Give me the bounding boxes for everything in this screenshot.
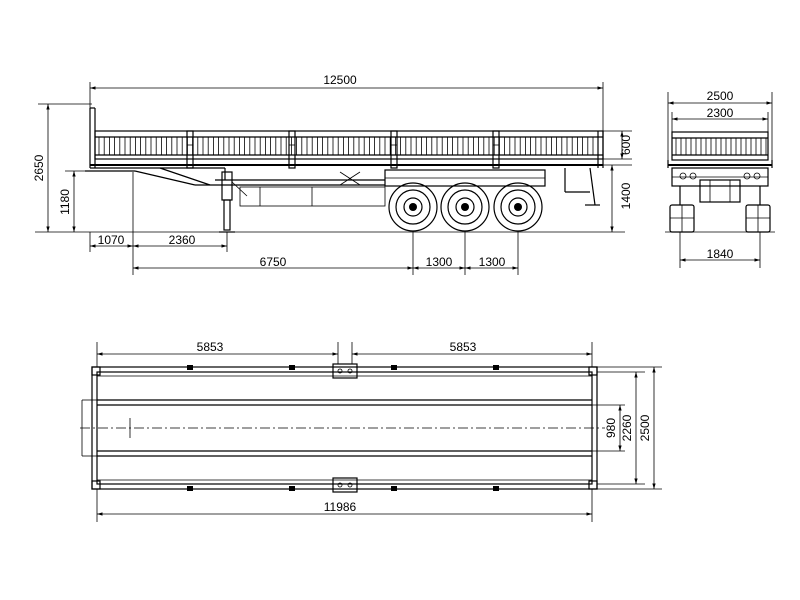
side-panel-ribs — [98, 137, 594, 155]
dim-label-rear-inner-width: 2300 — [707, 106, 734, 120]
stake-pocket-bottom — [493, 486, 499, 491]
stake-pocket-bottom — [289, 486, 295, 491]
gooseneck-frame — [85, 167, 386, 207]
dim-label-landing-gear-offset: 2360 — [169, 233, 196, 247]
dim-panel-height: 600 — [603, 130, 633, 160]
rear-wheels-left — [669, 204, 695, 233]
rear-bumper-bracket — [564, 167, 600, 206]
top-view: 5853 5853 11986 980 2260 2500 — [80, 340, 662, 522]
top-center-brackets — [332, 363, 358, 493]
dim-label-rear-overall-width: 2500 — [707, 89, 734, 103]
dim-coupling-height: 1180 — [58, 170, 85, 232]
wheel-2 — [440, 182, 490, 232]
dim-top-deck-length: 11986 — [96, 489, 593, 522]
suspension-beam — [384, 169, 546, 187]
dim-label-overall-length: 12500 — [323, 73, 357, 87]
rear-panel-ribs — [675, 138, 767, 155]
dim-kingpin-to-axle: 6750 1300 1300 — [133, 231, 519, 275]
dim-rear-overall-width: 2500 — [667, 89, 773, 165]
side-cargo-box — [89, 107, 604, 168]
dim-label-deck-length: 11986 — [324, 500, 357, 514]
dim-label-overall-height: 2650 — [32, 154, 46, 181]
dim-front-overhang: 1070 2360 — [89, 172, 228, 275]
top-deck-outline — [80, 366, 605, 490]
stake-pocket-top — [493, 365, 499, 370]
dim-rear-inner-width: 2300 — [671, 106, 769, 132]
dim-top-halves: 5853 5853 — [96, 340, 593, 367]
dim-label-kingpin-to-axle: 6750 — [260, 255, 287, 269]
stake-pocket-bottom — [391, 486, 397, 491]
top-stake-pockets — [187, 365, 499, 491]
stake-pocket-top — [391, 365, 397, 370]
dim-label-panel-height: 600 — [619, 135, 633, 155]
rear-frame — [671, 167, 769, 205]
top-corner-posts — [91, 366, 598, 490]
side-view: 12500 2650 1180 600 1400 — [32, 73, 633, 275]
dim-label-rear-track-width: 1840 — [707, 247, 734, 261]
rear-cargo-box — [667, 131, 773, 168]
rear-view: 2500 2300 1840 — [665, 89, 775, 268]
dim-label-rear-half: 5853 — [450, 340, 477, 354]
landing-gear — [219, 171, 248, 233]
dim-deck-height: 1400 — [603, 164, 633, 232]
dim-label-beam-spacing: 980 — [604, 418, 618, 438]
dim-label-axle-spacing-1: 1300 — [426, 255, 453, 269]
dim-rear-track-width: 1840 — [679, 232, 761, 268]
stake-pocket-top — [187, 365, 193, 370]
stake-pocket-bottom — [187, 486, 193, 491]
stake-post — [288, 130, 296, 169]
dim-label-deck-height: 1400 — [619, 182, 633, 209]
dim-label-overall-width: 2500 — [638, 414, 652, 441]
dim-label-front-half: 5853 — [197, 340, 224, 354]
dim-top-widths: 980 2260 2500 — [592, 366, 662, 490]
wheel-3 — [493, 182, 543, 232]
stake-post — [390, 130, 398, 169]
dim-label-coupling-height: 1180 — [58, 189, 72, 215]
dim-label-front-overhang: 1070 — [98, 233, 125, 247]
stake-pocket-top — [289, 365, 295, 370]
dim-label-axle-spacing-2: 1300 — [479, 255, 506, 269]
dim-overall-length: 12500 — [89, 73, 604, 131]
stake-post — [492, 130, 500, 169]
dim-label-inner-width: 2260 — [620, 414, 634, 441]
rear-wheels-right — [745, 204, 771, 233]
dim-overall-height: 2650 — [32, 103, 92, 232]
wheel-1 — [388, 182, 438, 232]
